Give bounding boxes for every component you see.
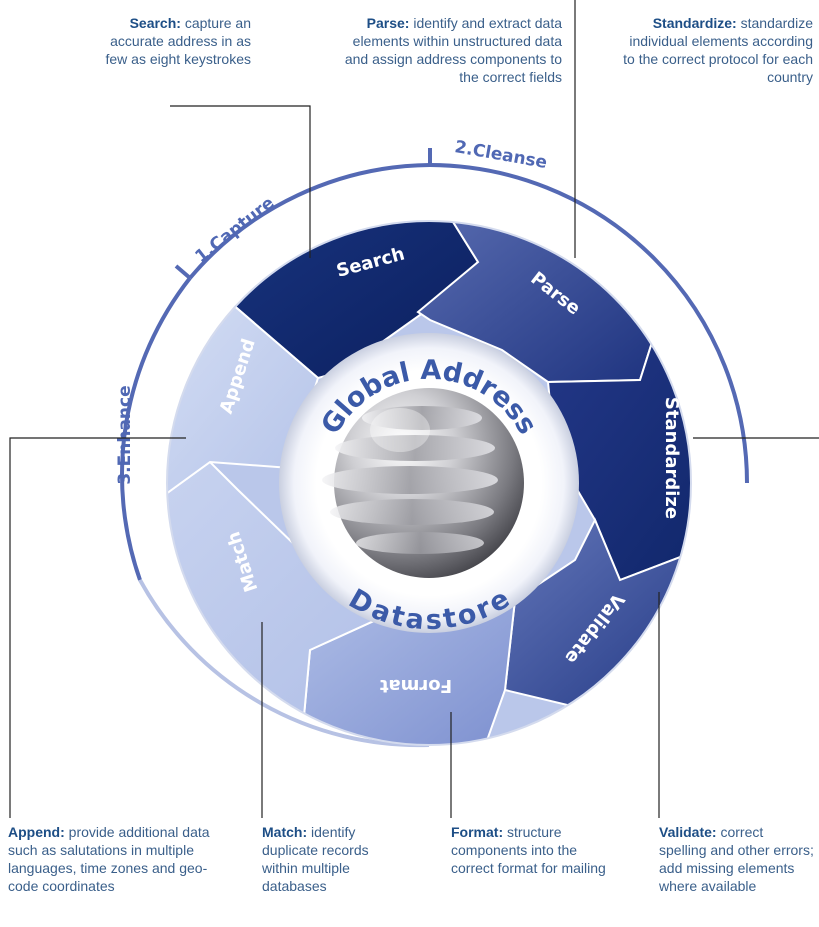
callout-parse-text: identify and extract data elements withi… [344, 15, 562, 85]
callout-search-text: capture an accurate address in as few as… [105, 15, 251, 67]
segment-format-label: Format [379, 675, 452, 696]
phase-rings [120, 148, 749, 748]
callout-parse: Parse: identify and extract data element… [340, 14, 562, 86]
callout-parse-term: Parse: [366, 15, 410, 31]
callout-format-term: Format: [451, 824, 504, 840]
callout-validate: Validate: correct spelling and other err… [659, 823, 814, 895]
leader-search [170, 105, 311, 258]
callout-validate-term: Validate: [659, 824, 717, 840]
callout-match: Match: identify duplicate records within… [262, 823, 402, 895]
leader-lines [9, 0, 819, 818]
phase-enhance-label: 3.Enhance [115, 385, 135, 484]
callout-standardize-text: standardize individual elements accordin… [623, 15, 813, 85]
leader-append [9, 437, 186, 818]
callout-match-text: identify duplicate records within multip… [262, 824, 369, 894]
segment-standardize-label: Standardize [661, 397, 682, 519]
callout-match-term: Match: [262, 824, 308, 840]
callout-append-term: Append: [8, 824, 65, 840]
callout-append: Append: provide additional data such as … [8, 823, 233, 895]
callout-format: Format: structure components into the co… [451, 823, 611, 877]
callout-validate-text: correct spelling and other errors; add m… [659, 824, 814, 894]
callout-search-term: Search: [129, 15, 181, 31]
callout-standardize-term: Standardize: [652, 15, 737, 31]
callout-search: Search: capture an accurate address in a… [95, 14, 251, 68]
phase-capture-label: 1.Capture [192, 193, 279, 267]
callout-format-text: structure components into the correct fo… [451, 824, 606, 876]
globe-icon [322, 388, 524, 578]
callout-append-text: provide additional data such as salutati… [8, 824, 210, 894]
callout-standardize: Standardize: standardize individual elem… [617, 14, 813, 86]
